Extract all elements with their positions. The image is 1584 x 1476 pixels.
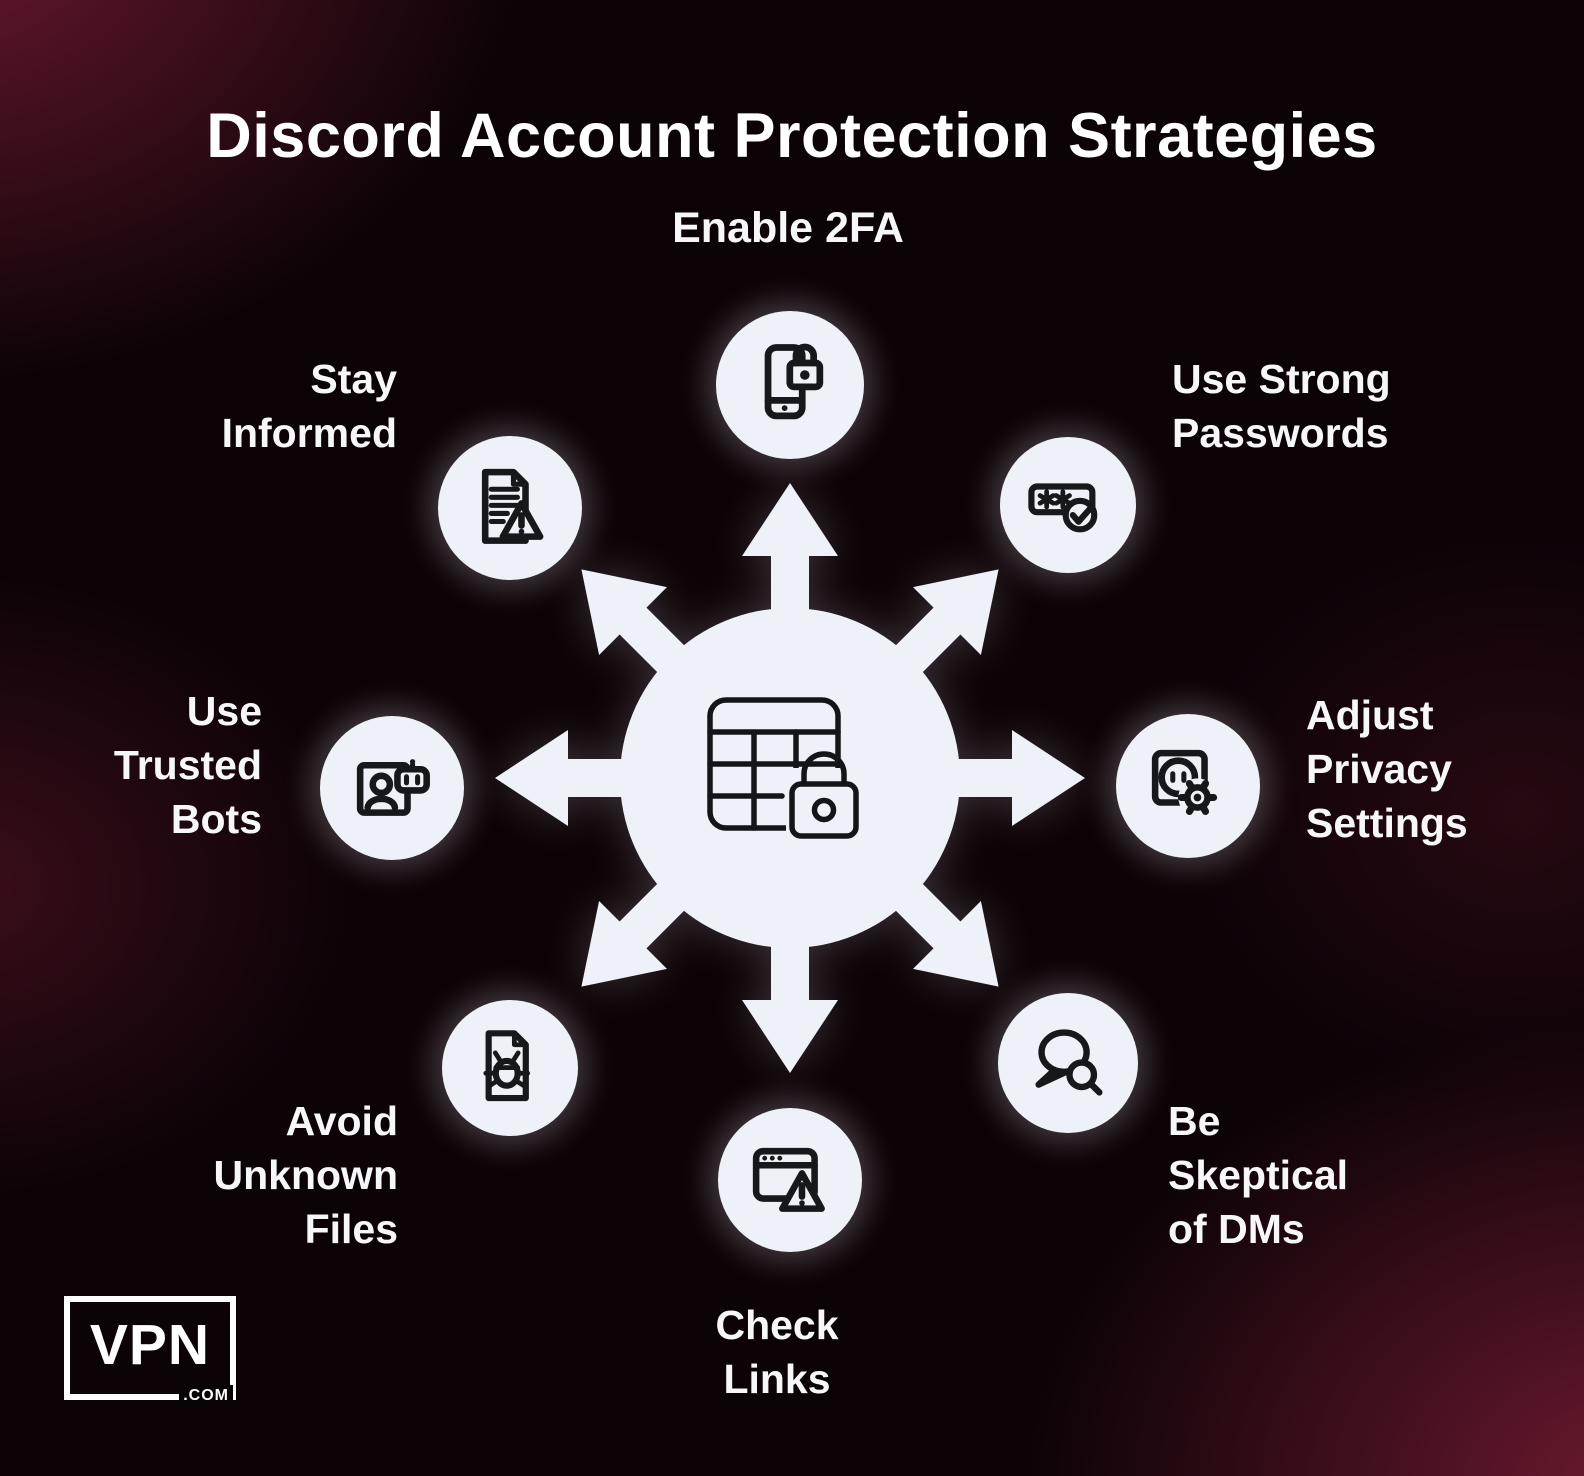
password-check-icon — [1028, 483, 1098, 533]
strategy-label-avoid-unknown-files: Avoid Unknown Files — [213, 1098, 398, 1253]
strategy-node-use-strong-passwords — [1000, 437, 1136, 573]
hub-diagram — [495, 483, 1085, 1073]
strategy-label-check-links: Check Links — [715, 1302, 839, 1403]
vpn-logo-tld: .COM — [179, 1385, 233, 1407]
strategy-node-enable-2fa — [716, 311, 864, 459]
strategy-node-avoid-unknown-files — [442, 1000, 578, 1136]
privacy-settings-gear-icon — [1151, 749, 1217, 817]
strategy-label-use-trusted-bots: Use Trusted Bots — [113, 688, 262, 843]
strategy-node-stay-informed — [438, 436, 582, 580]
strategy-label-use-strong-passwords: Use Strong Passwords — [1172, 356, 1391, 457]
strategy-label-be-skeptical-of-dms: Be Skeptical of DMs — [1168, 1098, 1349, 1253]
vpn-logo-text: VPN — [89, 1312, 211, 1377]
strategy-label-enable-2fa: Enable 2FA — [672, 204, 904, 252]
secure-table-lock-icon — [707, 697, 864, 844]
browser-warning-icon — [752, 1147, 825, 1212]
profile-bot-icon — [356, 758, 430, 816]
strategy-label-adjust-privacy-settings: Adjust Privacy Settings — [1306, 692, 1468, 847]
strategy-node-check-links — [718, 1108, 862, 1252]
strategy-node-be-skeptical-of-dms — [998, 993, 1138, 1133]
strategy-node-adjust-privacy-settings — [1116, 714, 1260, 858]
phone-lock-icon — [764, 343, 824, 420]
vpn-logo: VPN .COM — [64, 1296, 236, 1407]
strategy-node-use-trusted-bots — [320, 716, 464, 860]
file-bug-icon — [483, 1030, 531, 1102]
page-title: Discord Account Protection Strategies — [206, 101, 1378, 172]
document-warning-icon — [481, 468, 544, 544]
chat-magnifier-icon — [1035, 1029, 1103, 1096]
strategy-label-stay-informed: Stay Informed — [221, 356, 397, 457]
